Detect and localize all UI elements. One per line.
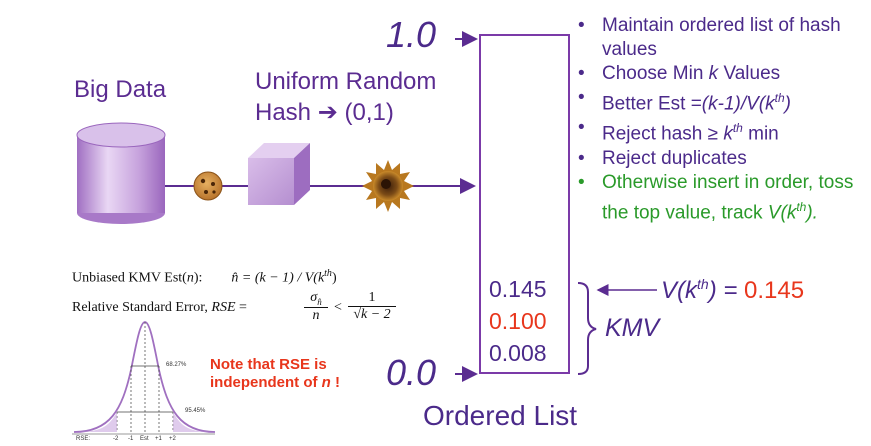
big-data-label: Big Data: [74, 76, 167, 103]
hash-title-line1: Uniform Random: [255, 68, 437, 95]
bell-curve: [72, 321, 216, 435]
top-value-label: 1.0: [386, 14, 437, 55]
vkth-sup: th: [697, 276, 709, 292]
bullet-6: •Otherwise insert in order, toss the top…: [578, 171, 854, 223]
bell-tick-3: +1: [155, 436, 162, 442]
vkth-value: 0.145: [744, 277, 805, 304]
hash-word: Hash: [255, 99, 312, 126]
bottom-value-label: 0.0: [386, 352, 437, 393]
bell-tick-0: -2: [113, 436, 119, 442]
hash-cube-icon: [248, 143, 310, 205]
kmv-brace: [577, 282, 597, 375]
list-value-3: 0.008: [489, 340, 547, 366]
rse-note: Note that RSE is independent of n !: [210, 356, 341, 391]
bell-tick-4: +2: [169, 436, 176, 442]
bullet-2: •Choose Min k Values: [578, 63, 781, 84]
ordered-list-box: [479, 34, 570, 374]
bell-tick-2: Est: [140, 436, 149, 442]
spiky-cookie-icon: [362, 160, 414, 212]
cookie-icon: [193, 171, 223, 201]
right-arrow-icon: ➔: [317, 98, 338, 126]
bullet-5: •Reject duplicates: [578, 147, 747, 169]
ordered-list-label: Ordered List: [423, 400, 578, 431]
formula-kmv-est: Unbiased KMV Est(n): n̂ = (k − 1) / V(kt…: [72, 268, 337, 286]
bell-pct-outer: 95.45%: [185, 408, 206, 414]
bullet-3: •Better Est =(k-1)/V(kth): [578, 87, 791, 115]
bullet-1: •Maintain ordered list of hash values: [578, 15, 841, 60]
list-value-2: 0.100: [489, 308, 547, 334]
vkth-prefix: V(k: [661, 277, 697, 304]
database-cylinder-icon: [76, 122, 166, 224]
vkth-label: V(kth) = 0.145: [661, 276, 804, 305]
list-value-1: 0.145: [489, 276, 547, 302]
bullet-4: •Reject hash ≥ kth min: [578, 117, 779, 145]
hash-range: (0,1): [344, 99, 394, 126]
kmv-label: KMV: [605, 314, 660, 342]
bell-tick-1: -1: [128, 436, 134, 442]
bell-axis-label: RSE:: [76, 436, 91, 442]
bell-pct-inner: 68.27%: [166, 362, 187, 368]
hash-title-line2: Hash ➔ (0,1): [255, 98, 394, 127]
vkth-suffix: ) =: [708, 277, 745, 304]
bullet-list: •Maintain ordered list of hash values •C…: [578, 14, 868, 225]
